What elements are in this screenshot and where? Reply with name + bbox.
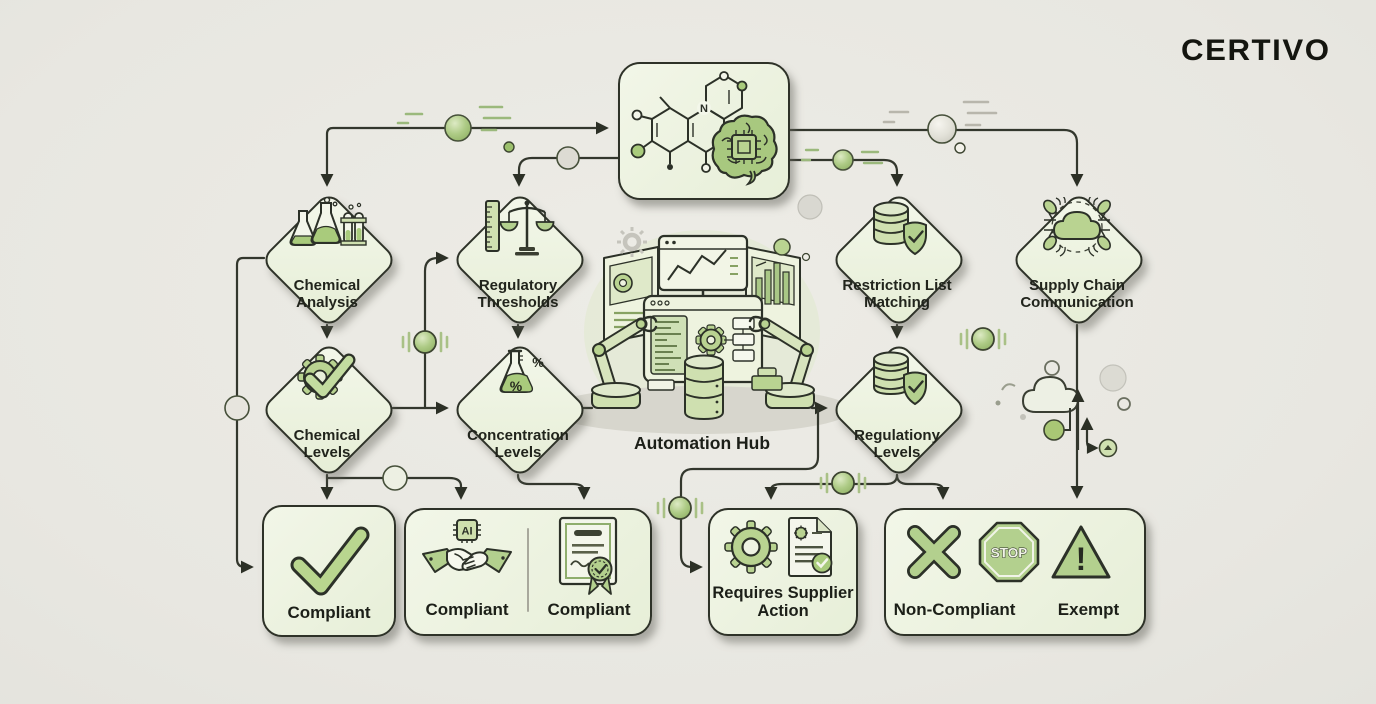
- node-label: Chemical Levels: [293, 427, 361, 461]
- decorative-circle: [773, 238, 791, 256]
- document-check-icon: [788, 517, 833, 577]
- outcome-requires-supplier-action: Requires Supplier Action: [708, 508, 858, 636]
- stop-sign-icon: STOP: [978, 521, 1040, 583]
- outcome-compliant: Compliant: [262, 505, 396, 637]
- decorative-motion-ball-right: [882, 100, 998, 154]
- handshake-ai-icon: AI: [422, 519, 512, 573]
- lab-flasks-icon: [289, 197, 367, 246]
- outcome-compliant-pair: AI Compliant Compliant: [404, 508, 652, 636]
- node-restriction-list-matching: Restriction List Matching: [817, 183, 977, 333]
- node-regulationy-levels: Regulationy Levels: [817, 333, 977, 483]
- decorative-motion-ball-small: [800, 148, 884, 171]
- outcome-label: Requires Supplier Action: [712, 584, 854, 621]
- decorative-circle: [797, 194, 823, 220]
- decorative-motion-ball-left: [396, 105, 515, 153]
- ruler-scales-icon: [485, 200, 555, 256]
- percent-label: %: [510, 378, 523, 394]
- ai-engine-node: N: [618, 62, 790, 200]
- flask-percent-icon: % %: [499, 349, 544, 394]
- percent-label: %: [532, 355, 544, 370]
- node-concentration-levels: % % Concentration Levels: [438, 333, 598, 483]
- checkmark-icon: [290, 526, 370, 596]
- ai-chip-label: AI: [462, 526, 473, 538]
- satellite-cloud-icon: [1040, 197, 1114, 257]
- decorative-circle: [801, 252, 811, 262]
- decorative-pulse-balls: [401, 327, 1007, 520]
- outcome-label: Compliant: [287, 603, 371, 622]
- decorative-circle: [224, 395, 250, 421]
- database-shield-icon: [873, 351, 927, 406]
- flow-connectors: [235, 121, 1084, 574]
- automation-hub-illustration: [591, 234, 815, 421]
- outcome-noncompliant-exempt: STOP ! Non-Compliant Exempt: [884, 508, 1146, 636]
- decorative-circle: [382, 465, 408, 491]
- database-shield-icon: [873, 201, 927, 256]
- node-label: Supply Chain Communication: [1020, 277, 1134, 311]
- outcome-label: Exempt: [1057, 600, 1120, 619]
- molecule-brain-icon: N: [630, 71, 778, 186]
- nitrogen-label: N: [700, 103, 708, 115]
- divider: [527, 528, 529, 612]
- automation-hub-label: Automation Hub: [633, 433, 771, 453]
- outcome-label: Non-Compliant: [893, 600, 1016, 619]
- stop-label: STOP: [991, 546, 1028, 561]
- certificate-icon: [558, 516, 618, 595]
- node-chemical-analysis: Chemical Analysis: [247, 183, 407, 333]
- decorative-gear: [617, 227, 647, 257]
- node-label: Regulatory Thresholds: [477, 277, 559, 311]
- node-label: Chemical Analysis: [293, 277, 361, 311]
- node-label: Restriction List Matching: [842, 277, 952, 311]
- gear-icon: [724, 520, 778, 574]
- exclamation-label: !: [1076, 541, 1087, 577]
- decorative-circle: [556, 146, 580, 170]
- node-regulatory-thresholds: Regulatory Thresholds: [438, 183, 598, 333]
- node-label: Regulationy Levels: [854, 427, 940, 461]
- certivo-logo: CERTIVO: [1181, 34, 1331, 67]
- gear-check-icon: [297, 353, 356, 400]
- outcome-label: Compliant: [547, 600, 631, 619]
- decorative-cloud-upload: [995, 360, 1131, 458]
- node-chemical-levels: Chemical Levels: [247, 333, 407, 483]
- node-label: Concentration Levels: [467, 427, 569, 461]
- warning-triangle-icon: !: [1051, 525, 1111, 579]
- x-mark-icon: [907, 525, 961, 579]
- node-supply-chain-communication: Supply Chain Communication: [997, 183, 1157, 333]
- outcome-label: Compliant: [425, 600, 509, 619]
